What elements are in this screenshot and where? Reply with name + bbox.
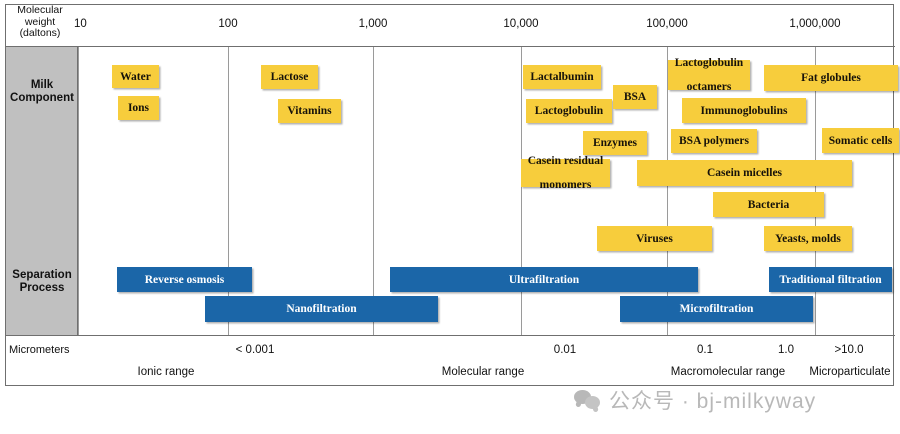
component-box: Somatic cells [822, 128, 899, 153]
component-box-label: Somatic cells [828, 134, 893, 147]
component-box-label: monomers [539, 179, 592, 191]
gridline-100000 [667, 47, 668, 335]
component-box-label: Casein residual [527, 155, 604, 167]
process-bar-label: Reverse osmosis [144, 273, 225, 286]
component-box-label: Lactalbumin [530, 71, 594, 83]
mw-tick-10000: 10,000 [503, 18, 539, 30]
component-box: Lactoglobulin octamers [668, 57, 750, 93]
um-tick: 0.1 [697, 344, 713, 356]
row-label-milk-line-1: Milk [30, 79, 54, 91]
component-box-label: Viruses [636, 232, 673, 245]
component-box: Water [112, 65, 159, 88]
axis-title-line-2: weight [24, 15, 56, 28]
process-bar: Ultrafiltration [390, 267, 698, 292]
component-box: Viruses [597, 226, 712, 251]
axis-title-line-1: Molecular [17, 4, 63, 16]
component-box-label: Vitamins [287, 105, 332, 117]
range-label: Molecular range [441, 366, 525, 378]
axis-title-micrometers: Micrometers [9, 344, 70, 356]
rule-top-axis [5, 46, 895, 47]
component-box-label: Lactoglobulin [534, 105, 604, 117]
component-box: Yeasts, molds [764, 226, 852, 251]
um-tick: < 0.001 [235, 344, 275, 356]
process-bar: Nanofiltration [205, 296, 438, 322]
mw-tick-100000: 100,000 [646, 18, 688, 30]
component-box: Casein micelles [637, 160, 852, 186]
component-box: Lactalbumin [523, 65, 601, 89]
component-box-label: BSA polymers [679, 135, 749, 147]
component-box: Bacteria [713, 192, 824, 217]
rule-bottom-axis [5, 335, 895, 336]
component-box-label: Fat globules [801, 72, 861, 84]
component-box-label: Yeasts, molds [775, 232, 841, 245]
row-label-milk-line-2: Component [10, 92, 74, 104]
component-box: Fat globules [764, 65, 898, 91]
process-bar-label: Ultrafiltration [508, 273, 580, 286]
component-box-label: Lactose [270, 71, 309, 83]
um-tick: 0.01 [553, 344, 577, 356]
process-bar-label: Traditional filtration [779, 273, 882, 286]
component-box: Vitamins [278, 99, 341, 123]
component-box: Lactose [261, 65, 318, 89]
gridline-100 [228, 47, 229, 335]
component-box-label: Lactoglobulin [674, 57, 744, 69]
component-box: Lactoglobulin [526, 99, 612, 123]
range-label: Microparticulate [809, 366, 891, 378]
gridline-10 [78, 47, 79, 335]
component-box-label: BSA [623, 91, 647, 103]
row-label-separation-line-1: Separation [12, 269, 72, 281]
watermark: 公众号 · bj-milkyway [574, 385, 816, 415]
watermark-text: 公众号 · bj-milkyway [609, 390, 817, 413]
gridline-1000 [373, 47, 374, 335]
process-bar: Reverse osmosis [117, 267, 252, 292]
row-label-separation-process: Separation Process [6, 269, 78, 295]
row-label-separation-line-2: Process [19, 282, 65, 294]
component-box-label: octamers [686, 81, 732, 93]
mw-tick-1000000: 1,000,000 [789, 18, 841, 30]
range-label: Ionic range [137, 366, 195, 378]
process-bar: Microfiltration [620, 296, 813, 322]
component-box: Ions [118, 96, 159, 120]
component-box-label: Ions [127, 102, 150, 114]
component-box: Casein residual monomers [521, 155, 610, 191]
range-label: Macromolecular range [670, 366, 786, 378]
row-label-column: Milk Component Separation Process [6, 47, 78, 335]
mw-tick-10: 10 [74, 18, 87, 30]
component-box-label: Water [120, 70, 151, 83]
axis-title-line-3: (daltons) [19, 27, 61, 39]
gridline-10000 [521, 47, 522, 335]
process-bar: Traditional filtration [769, 267, 892, 292]
row-label-milk-component: Milk Component [6, 79, 78, 105]
mw-tick-100: 100 [218, 18, 238, 30]
component-box: Enzymes [583, 131, 647, 155]
um-tick: 1.0 [778, 344, 794, 356]
component-box-label: Bacteria [747, 198, 790, 211]
component-box-label: Casein micelles [706, 167, 783, 179]
component-box-label: Immunoglobulins [700, 104, 788, 117]
component-box: BSA [613, 85, 657, 109]
component-box-label: Enzymes [592, 137, 638, 149]
axis-title-molecular-weight: Molecular weight (daltons) [8, 4, 72, 40]
mw-tick-1000: 1,000 [358, 18, 388, 30]
gridline-1000000 [815, 47, 816, 335]
um-tick: >10.0 [834, 344, 864, 356]
process-bar-label: Nanofiltration [286, 303, 357, 315]
component-box: Immunoglobulins [682, 98, 806, 123]
process-bar-label: Microfiltration [679, 303, 754, 315]
wechat-icon [574, 389, 602, 411]
component-box: BSA polymers [671, 129, 757, 153]
